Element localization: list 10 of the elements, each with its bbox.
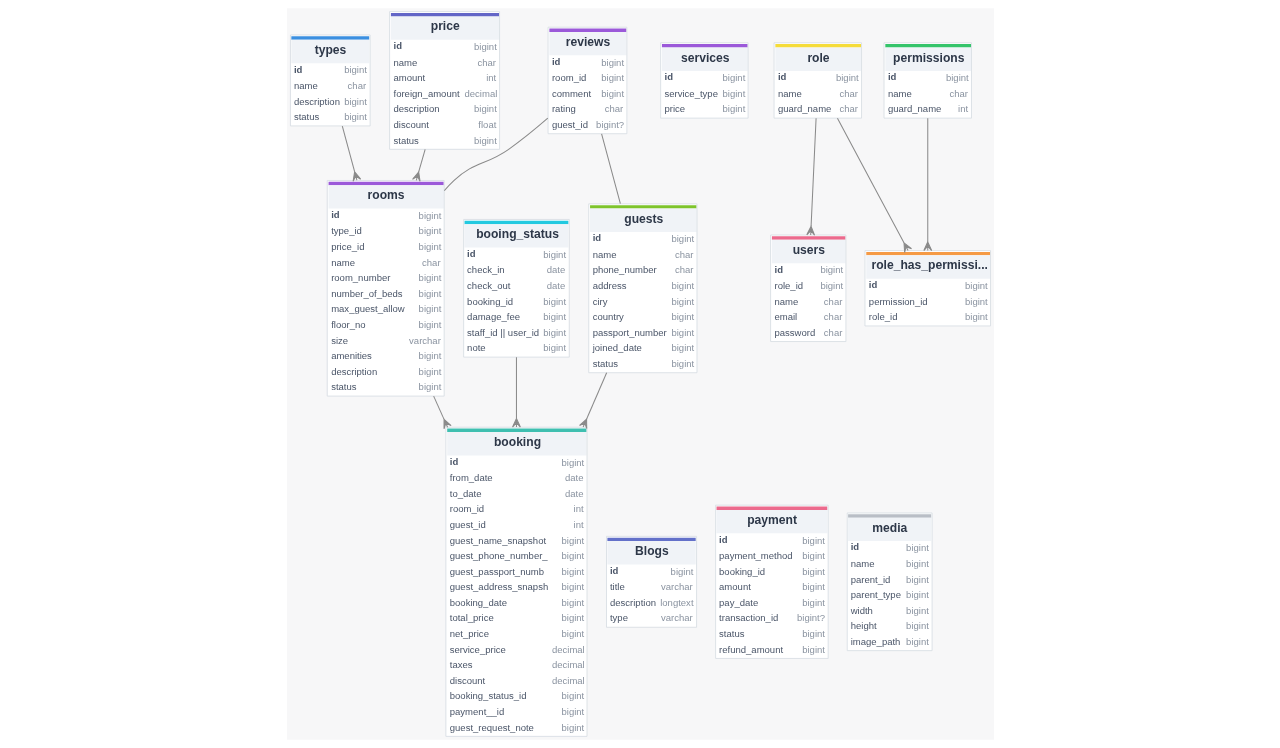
connector (443, 117, 548, 192)
connector (432, 395, 452, 430)
connector (411, 148, 426, 182)
connector (836, 117, 912, 253)
connector (511, 356, 521, 428)
connector (600, 133, 621, 205)
connector (578, 372, 607, 430)
connector (922, 117, 932, 252)
connector (805, 117, 817, 236)
connector (341, 125, 361, 182)
